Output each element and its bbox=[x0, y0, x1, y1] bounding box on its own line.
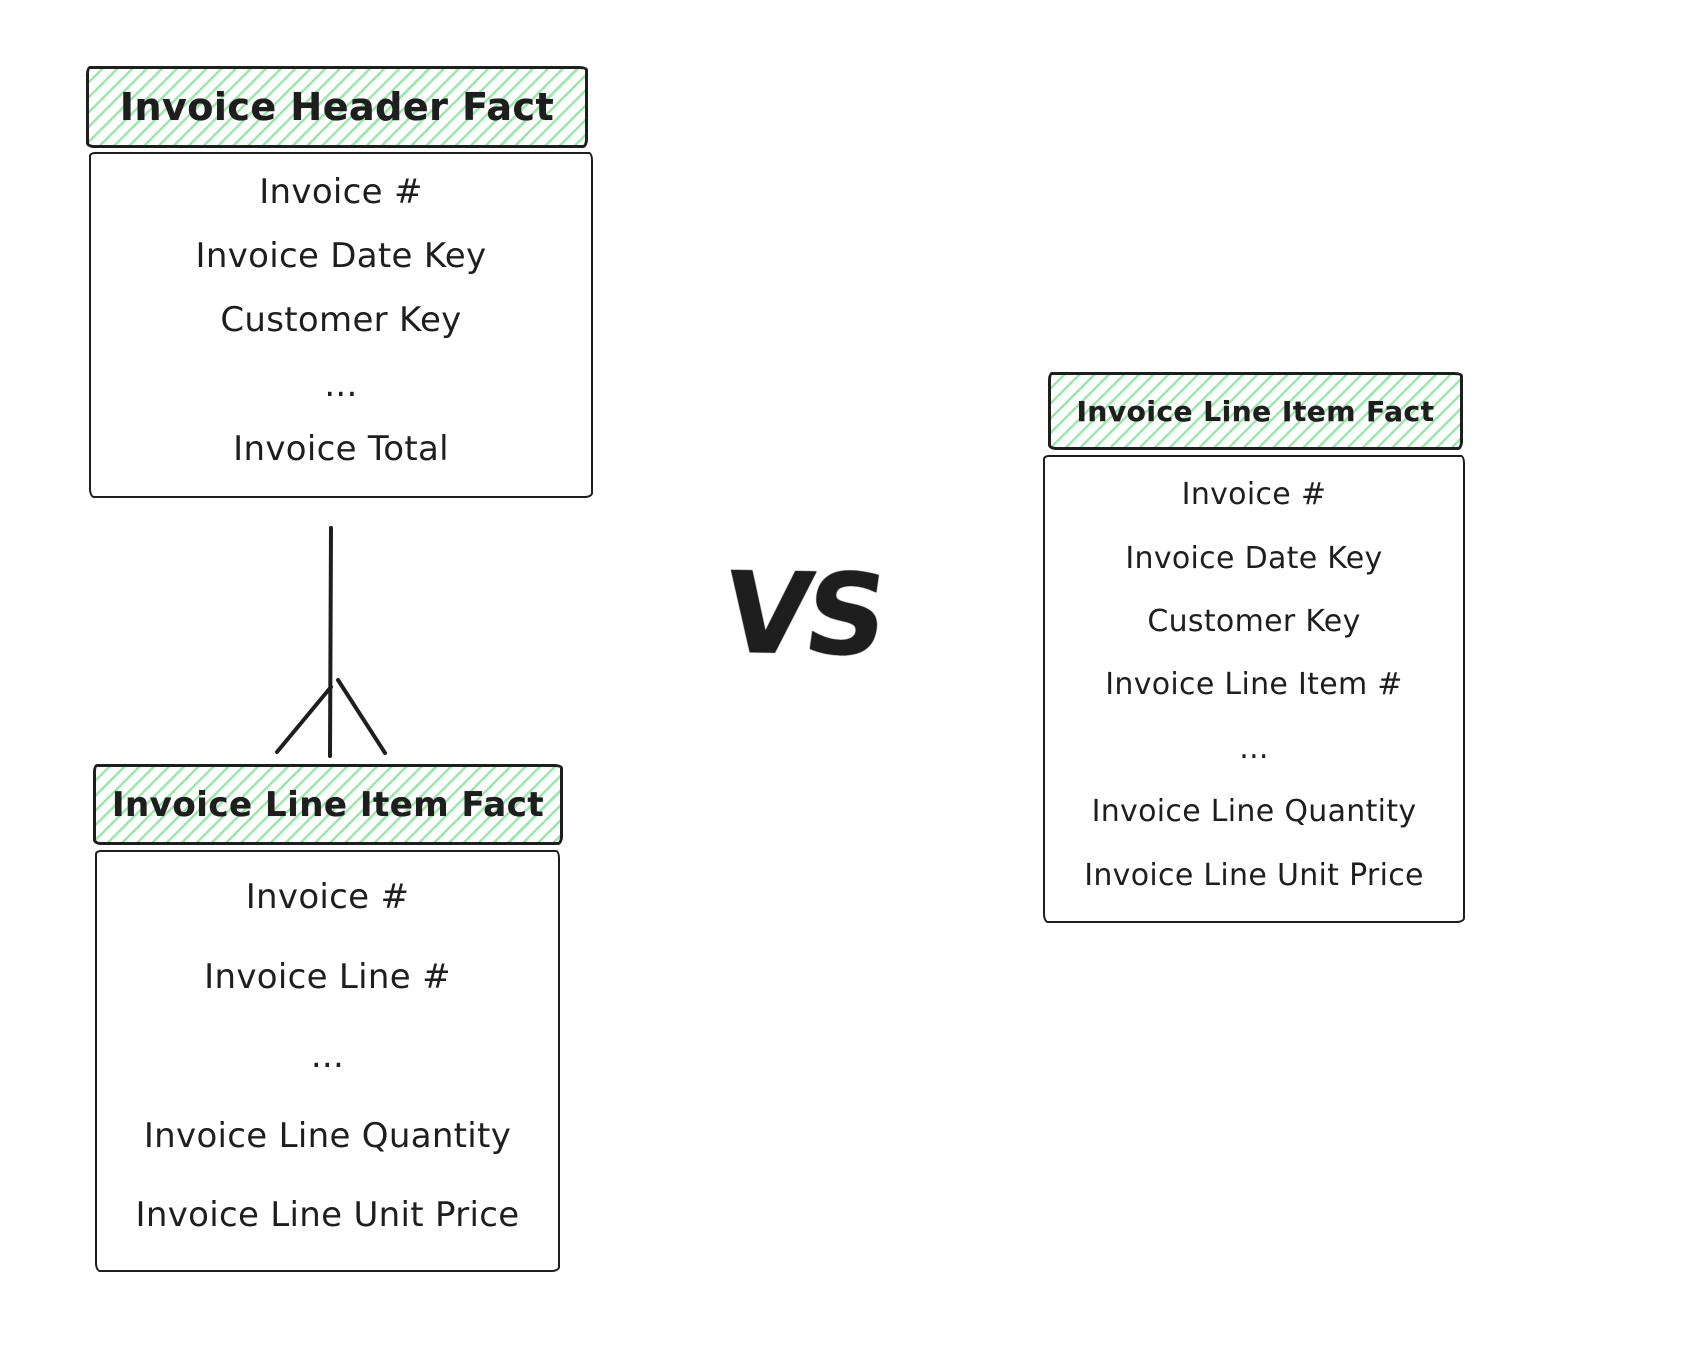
table-invoice-line-item-fact-right: Invoice Line Item Fact Invoice # Invoice… bbox=[1043, 372, 1465, 923]
table-title: Invoice Line Item Fact bbox=[1076, 394, 1435, 428]
table-field-list: Invoice # Invoice Date Key Customer Key … bbox=[1043, 455, 1465, 923]
table-field-list: Invoice # Invoice Date Key Customer Key … bbox=[89, 152, 593, 498]
table-title-bar: Invoice Line Item Fact bbox=[1048, 372, 1463, 450]
table-title-bar: Invoice Header Fact bbox=[86, 66, 588, 148]
table-title: Invoice Line Item Fact bbox=[111, 784, 545, 825]
field-row: Invoice Date Key bbox=[195, 235, 487, 276]
field-row: Invoice Line Quantity bbox=[1091, 794, 1417, 830]
field-row: ... bbox=[310, 1036, 345, 1077]
vs-label: VS bbox=[715, 548, 891, 682]
field-row: Invoice Line Quantity bbox=[143, 1115, 512, 1156]
field-row: Invoice Line # bbox=[204, 956, 451, 997]
field-row: Invoice # bbox=[245, 877, 410, 918]
field-row: Invoice Line Item # bbox=[1105, 667, 1403, 703]
table-invoice-line-item-fact-left: Invoice Line Item Fact Invoice # Invoice… bbox=[93, 764, 563, 1272]
field-row: Customer Key bbox=[1147, 604, 1361, 640]
field-row: ... bbox=[1239, 730, 1269, 766]
table-title-bar: Invoice Line Item Fact bbox=[93, 764, 563, 845]
field-row: Invoice Total bbox=[233, 429, 449, 470]
table-title: Invoice Header Fact bbox=[119, 85, 555, 129]
table-field-list: Invoice # Invoice Line # ... Invoice Lin… bbox=[95, 850, 560, 1272]
crows-foot-icon bbox=[275, 678, 387, 755]
connector-line bbox=[328, 526, 333, 758]
field-row: ... bbox=[324, 364, 358, 405]
table-invoice-header-fact: Invoice Header Fact Invoice # Invoice Da… bbox=[86, 66, 593, 498]
field-row: Customer Key bbox=[220, 300, 462, 341]
field-row: Invoice Line Unit Price bbox=[135, 1195, 520, 1236]
field-row: Invoice Date Key bbox=[1125, 540, 1383, 576]
field-row: Invoice # bbox=[1181, 477, 1327, 513]
field-row: Invoice Line Unit Price bbox=[1084, 857, 1424, 893]
field-row: Invoice # bbox=[259, 171, 423, 212]
